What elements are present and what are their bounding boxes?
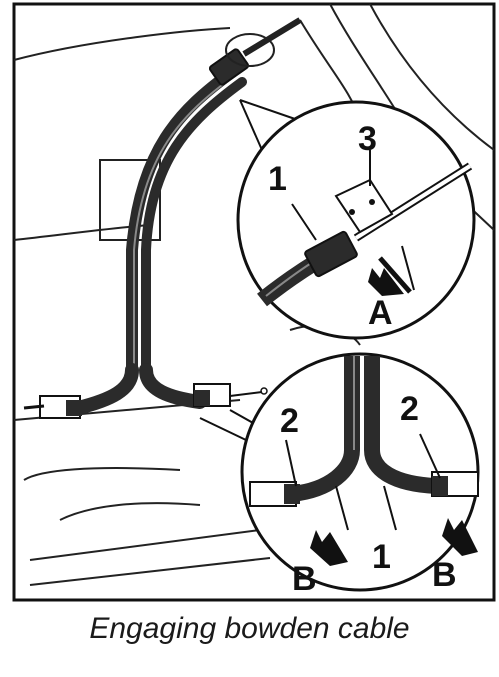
detail-circle-top: 1 3 A xyxy=(236,100,476,340)
push-arrow-icon xyxy=(442,518,478,556)
callout-top-cable: 1 xyxy=(268,160,287,198)
left-cable-clip xyxy=(23,395,82,419)
push-arrow-icon xyxy=(310,530,348,566)
detail-circle-bottom: 2 2 1 B B xyxy=(240,352,480,598)
push-arrow-icon xyxy=(368,256,412,296)
bowden-cable xyxy=(71,66,247,415)
top-connector xyxy=(208,17,302,86)
right-cable-clip xyxy=(193,383,268,407)
detail-leader-lines xyxy=(199,99,299,441)
callout-top-bracket: 3 xyxy=(358,120,377,158)
callout-bottom-left-end: 2 xyxy=(280,402,299,440)
callout-bottom-split: 1 xyxy=(372,538,391,576)
callout-top-arrow: A xyxy=(368,294,393,332)
callout-bottom-right-end: 2 xyxy=(400,390,419,428)
detail-connector xyxy=(304,230,358,278)
bracket xyxy=(334,178,394,234)
callout-bottom-right-arrow: B xyxy=(432,556,457,594)
callout-bottom-left-arrow: B xyxy=(292,560,317,598)
figure-caption: Engaging bowden cable xyxy=(89,612,410,645)
